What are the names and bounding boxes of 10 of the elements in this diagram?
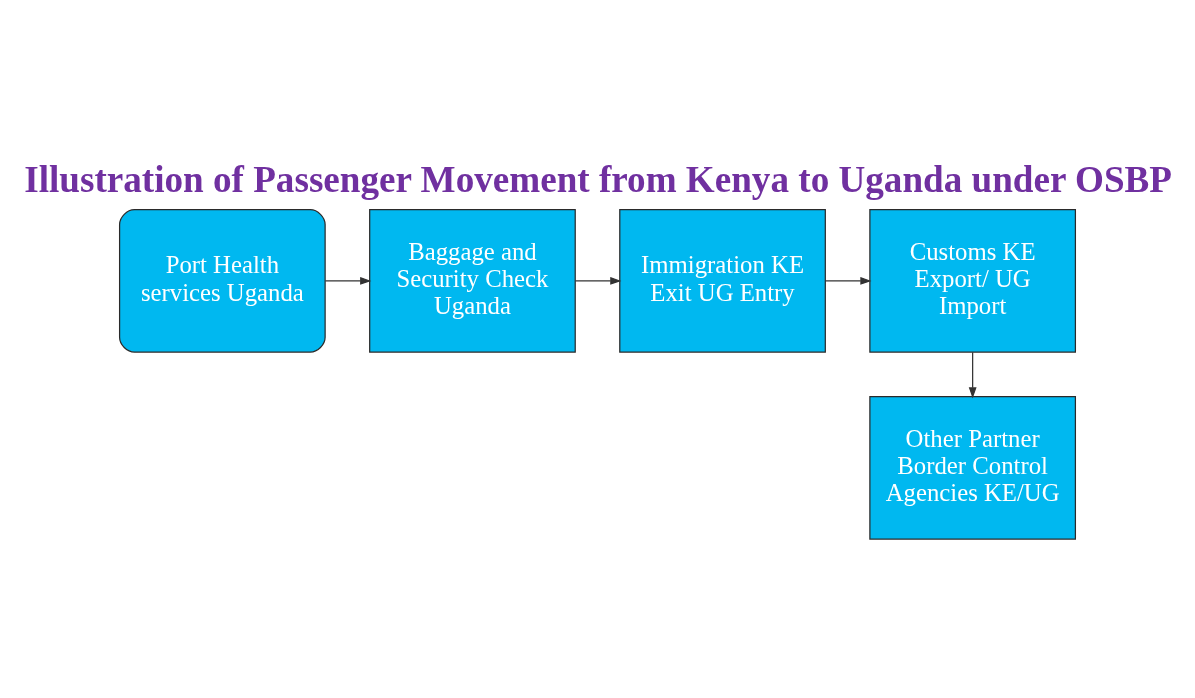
node-box: Baggage and Security Check Uganda	[369, 209, 576, 353]
node-box: Port Health services Uganda	[118, 209, 326, 353]
arrow	[824, 277, 872, 285]
node-box: Immigration KE Exit UG Entry	[619, 209, 826, 353]
node-box: Other Partner Border Control Agencies KE/UG	[869, 396, 1076, 540]
arrow	[324, 277, 372, 285]
arrow	[574, 277, 622, 285]
node-box: Customs KE Export/ UG Import	[869, 209, 1076, 353]
diagram-title: Illustration of Passenger Movement from Kenya to Uganda under OSBP	[24, 159, 1173, 201]
arrow	[968, 351, 977, 399]
